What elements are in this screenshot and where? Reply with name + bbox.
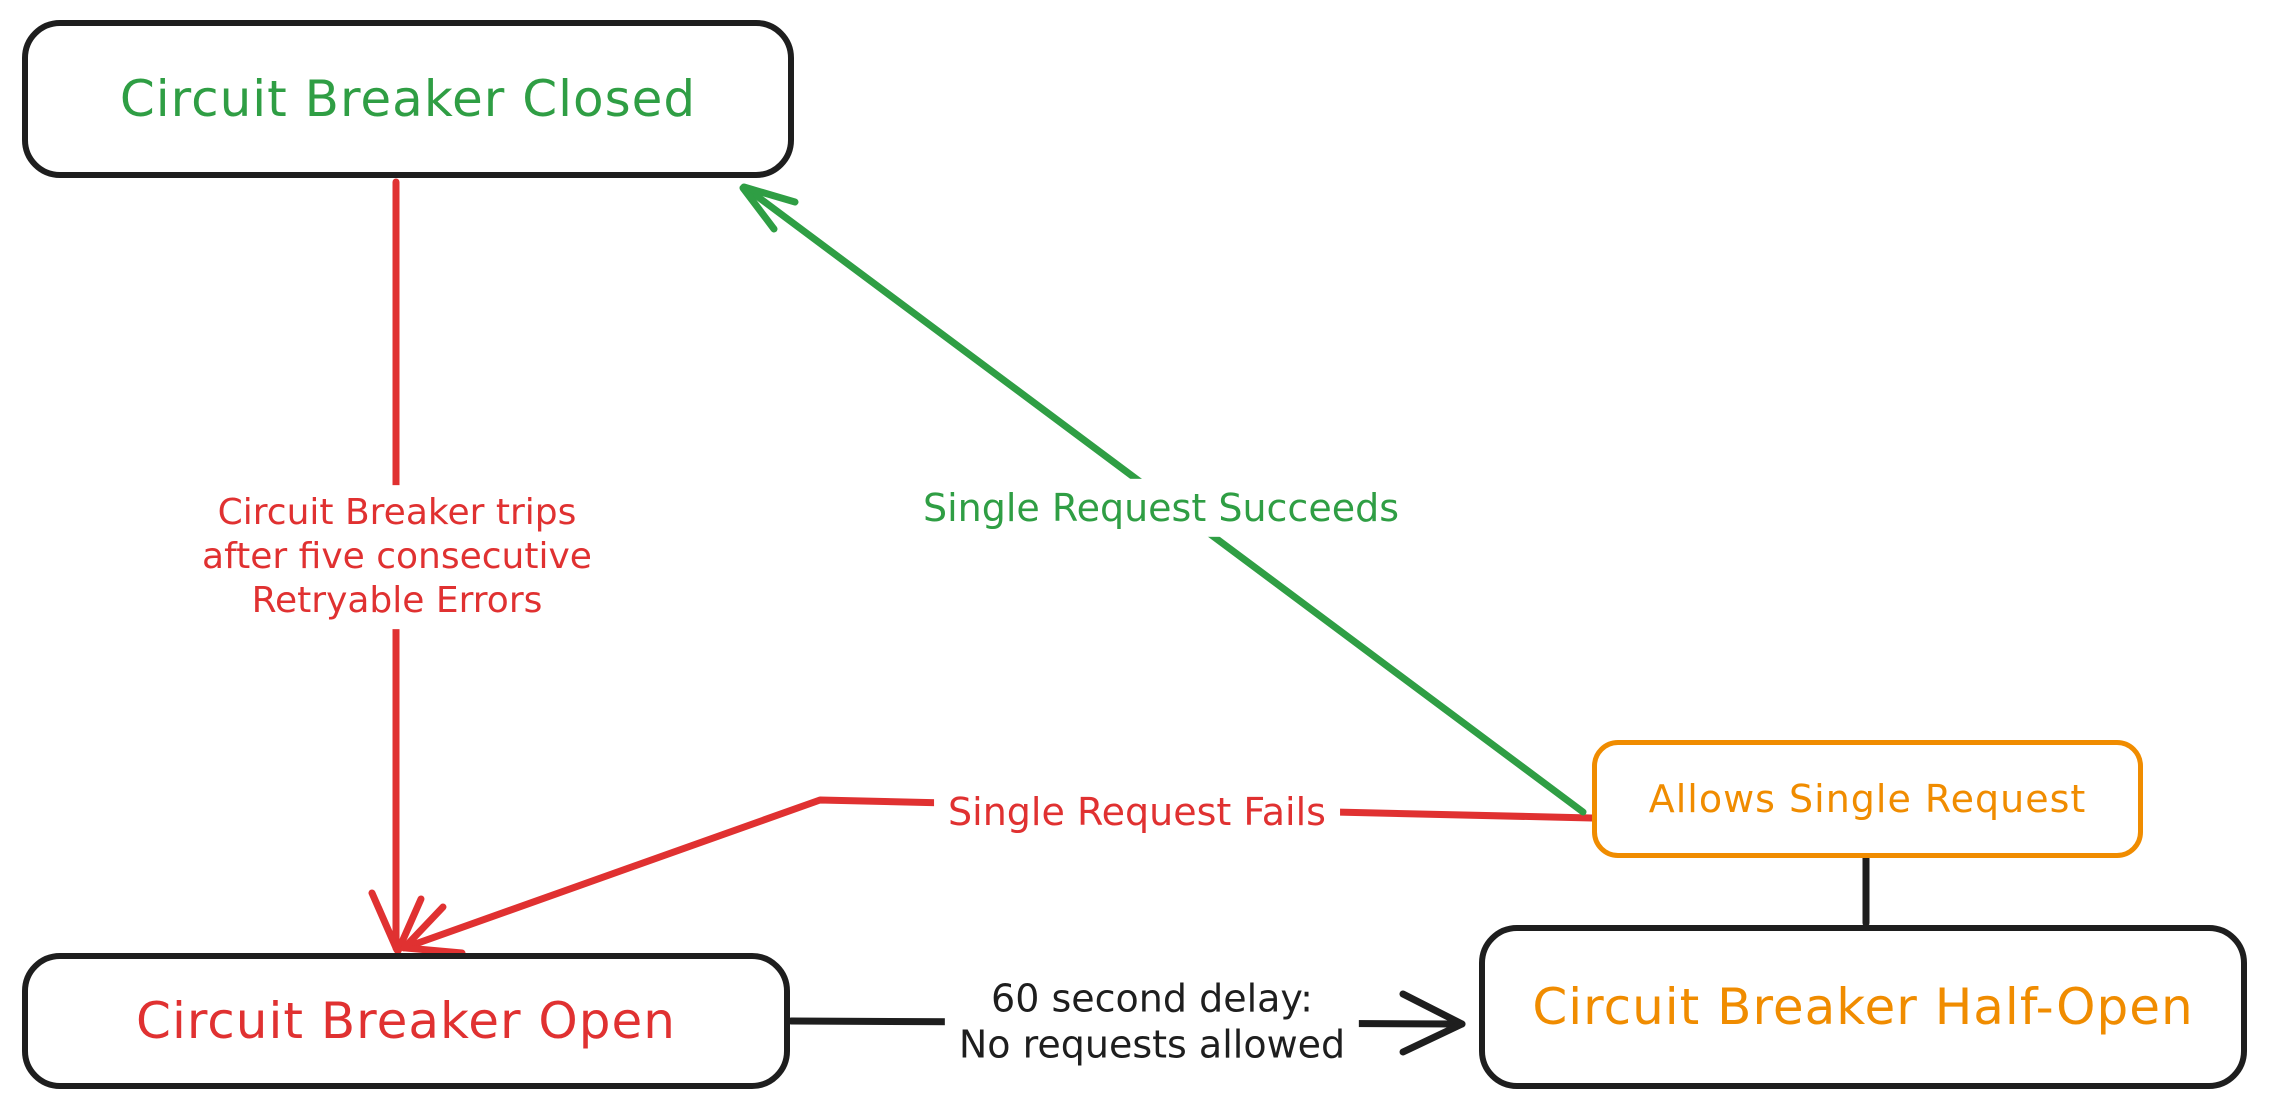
node-label-open: Circuit Breaker Open (136, 992, 676, 1050)
node-label-half-open: Circuit Breaker Half-Open (1532, 978, 2194, 1036)
edge-label-delay-line-2: No requests allowed (958, 1023, 1346, 1067)
node-label-closed: Circuit Breaker Closed (119, 70, 697, 128)
node-allows-single-request: Allows Single Request (1592, 740, 2143, 858)
edge-label-succeeds: Single Request Succeeds (908, 478, 1414, 538)
node-label-allows-single-request: Allows Single Request (1648, 777, 2087, 821)
edge-label-trip-line-3: Retryable Errors (251, 579, 543, 621)
edge-label-trip-line-2: after five consecutive (202, 536, 592, 578)
edge-label-trip: Circuit Breaker trips after five consecu… (188, 485, 606, 629)
node-circuit-breaker-closed: Circuit Breaker Closed (22, 20, 794, 178)
edge-label-delay: 60 second delay: No requests allowed (944, 969, 1360, 1075)
edge-label-fails: Single Request Fails (934, 782, 1340, 842)
edge-label-trip-line-1: Circuit Breaker trips (217, 492, 577, 534)
edge-label-delay-line-1: 60 second delay: (991, 976, 1313, 1021)
node-circuit-breaker-half-open: Circuit Breaker Half-Open (1479, 925, 2247, 1089)
node-circuit-breaker-open: Circuit Breaker Open (22, 953, 790, 1089)
